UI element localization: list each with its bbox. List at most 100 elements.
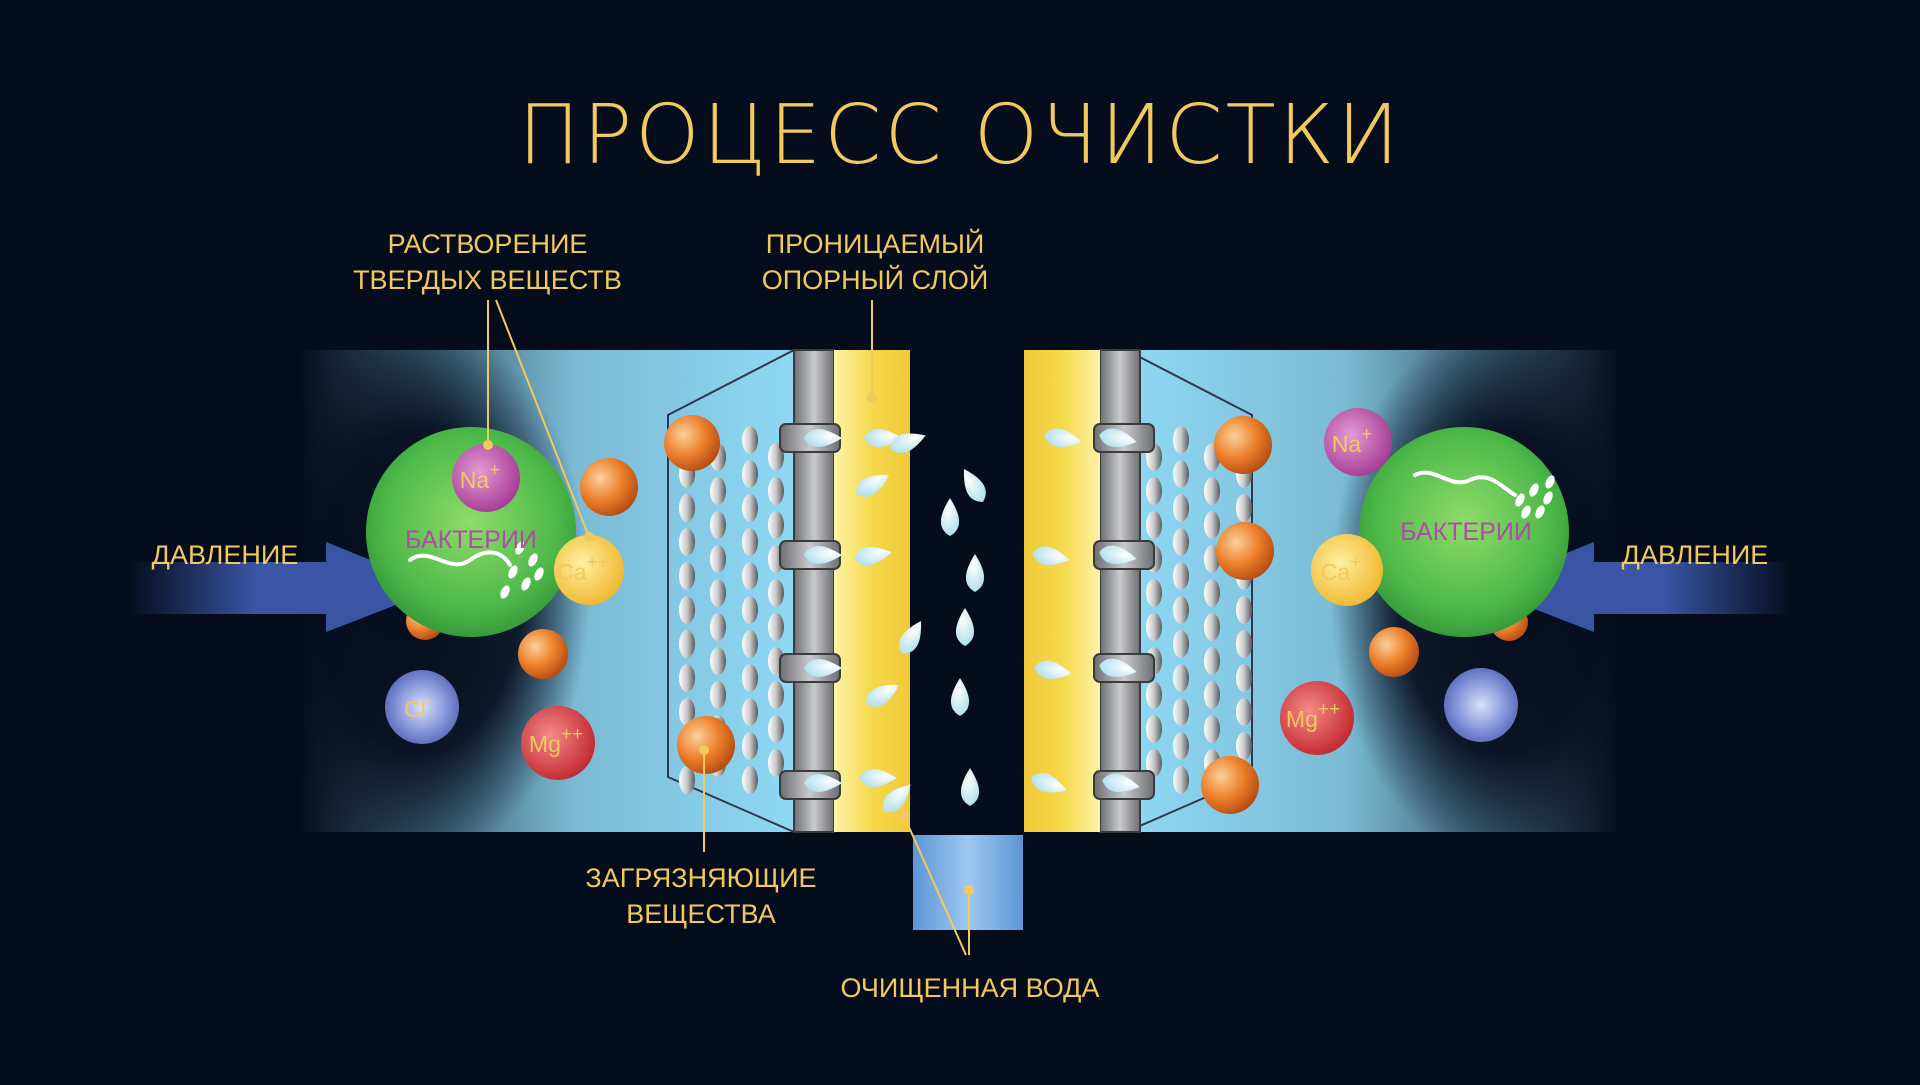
leader-lines	[483, 299, 974, 956]
ion-charge: -	[426, 689, 432, 710]
water-drop	[1030, 773, 1067, 793]
label-support-line1: ПРОНИЦАЕМЫЙ	[765, 229, 985, 259]
water-drop	[960, 768, 980, 806]
label-pressure-right: ДАВЛЕНИЕ	[1610, 537, 1780, 573]
perforation-hole	[710, 613, 726, 641]
perforated-panel-left	[667, 349, 795, 833]
contaminant-particle	[664, 415, 720, 471]
perforation-hole	[1236, 494, 1252, 522]
perforation-hole	[1173, 528, 1189, 556]
perforation-hole	[742, 732, 758, 760]
perforation-hole	[1173, 664, 1189, 692]
water-drop	[804, 659, 842, 677]
ion-na-left: Na+	[452, 444, 520, 512]
perforation-hole	[1146, 715, 1162, 743]
water-drop	[963, 468, 986, 502]
bacteria-right: БАКТЕРИИ	[1359, 427, 1569, 637]
water-drop	[1044, 428, 1082, 447]
ion-symbol: Na	[1332, 431, 1362, 457]
perforation-hole	[710, 477, 726, 505]
water-drop	[882, 784, 911, 813]
perforation-hole	[768, 579, 784, 607]
ion-charge: +	[489, 460, 500, 481]
contaminant-particle	[518, 629, 568, 679]
label-pressure-right-text: ДАВЛЕНИЕ	[1621, 540, 1769, 570]
svg-text:Mg++: Mg++	[1286, 699, 1340, 732]
ion-ca-right: Ca+	[1311, 534, 1383, 606]
ion-charge: +	[1361, 424, 1372, 445]
water-drop	[866, 684, 900, 707]
support-layer-right	[1024, 350, 1100, 832]
contaminant-particle	[1369, 627, 1419, 677]
page-title: ПРОЦЕСС ОЧИСТКИ	[518, 88, 1402, 183]
water-drop	[889, 433, 926, 453]
perforation-hole	[679, 766, 695, 794]
permeate-channel	[910, 350, 1024, 832]
perforation-hole	[1173, 732, 1189, 760]
water-drop	[1099, 658, 1137, 677]
perforation-hole	[742, 562, 758, 590]
perforated-panel-right	[1125, 349, 1253, 833]
perforation-hole	[679, 664, 695, 692]
perforation-hole	[710, 681, 726, 709]
perforation-hole	[742, 596, 758, 624]
perforation-hole	[768, 681, 784, 709]
perforation-hole	[768, 613, 784, 641]
perforation-hole	[1236, 698, 1252, 726]
perforation-hole	[1173, 766, 1189, 794]
water-drop	[1099, 545, 1137, 564]
perforation-hole	[679, 494, 695, 522]
ion-charge: +	[1350, 552, 1361, 573]
ion-symbol: Ca	[557, 559, 587, 585]
support-layer-left	[834, 350, 910, 832]
water-drop	[859, 769, 897, 787]
ion-na-right: Na+	[1324, 408, 1392, 476]
perforation-hole	[1173, 494, 1189, 522]
perforation-hole	[1204, 715, 1220, 743]
perforation-hole	[1173, 460, 1189, 488]
ion-symbol: Mg	[1286, 706, 1318, 732]
perforation-hole	[1146, 579, 1162, 607]
perforation-hole	[1146, 477, 1162, 505]
label-dissolution-line2: ТВЕРДЫХ ВЕЩЕСТВ	[353, 265, 622, 295]
perforation-hole	[1173, 596, 1189, 624]
perforation-hole	[1204, 511, 1220, 539]
perforation-hole	[679, 698, 695, 726]
perforation-hole	[679, 630, 695, 658]
perforation-hole	[1173, 630, 1189, 658]
perforation-hole	[1236, 664, 1252, 692]
perforation-hole	[1204, 579, 1220, 607]
contaminant-particle	[1216, 522, 1274, 580]
water-drop	[1034, 660, 1072, 679]
ion-charge: ++	[1318, 699, 1340, 720]
contaminant-particle	[1201, 756, 1259, 814]
label-support-line2: ОПОРНЫЙ СЛОЙ	[761, 265, 989, 295]
perforation-hole	[1236, 630, 1252, 658]
svg-text:Mg++: Mg++	[529, 724, 583, 757]
label-dissolution: РАСТВОРЕНИЕ ТВЕРДЫХ ВЕЩЕСТВ	[330, 226, 645, 298]
ion-ca-left: Ca++	[554, 535, 624, 605]
bacteria-left-label: БАКТЕРИИ	[405, 526, 537, 554]
water-drop	[804, 546, 842, 564]
label-support-layer: ПРОНИЦАЕМЫЙ ОПОРНЫЙ СЛОЙ	[730, 226, 1020, 298]
perforation-hole	[710, 545, 726, 573]
perforation-hole	[1204, 477, 1220, 505]
contaminant-particle	[677, 716, 735, 774]
water-drop	[804, 774, 842, 792]
label-clean-water: ОЧИЩЕННАЯ ВОДА	[820, 970, 1120, 1006]
perforation-hole	[1236, 596, 1252, 624]
water-drop	[1099, 428, 1137, 447]
perforation-hole	[1146, 511, 1162, 539]
ion-unlabeled-right	[1444, 668, 1518, 742]
perforation-hole	[1236, 732, 1252, 760]
perforation-hole	[1204, 545, 1220, 573]
perforation-hole	[1146, 681, 1162, 709]
ion-mg-right: Mg++	[1280, 681, 1354, 755]
ion-mg-left: Mg++	[521, 706, 595, 780]
perforation-hole	[679, 528, 695, 556]
perforation-hole	[679, 596, 695, 624]
perforation-hole	[1146, 613, 1162, 641]
perforation-hole	[1204, 647, 1220, 675]
perforation-hole	[742, 630, 758, 658]
